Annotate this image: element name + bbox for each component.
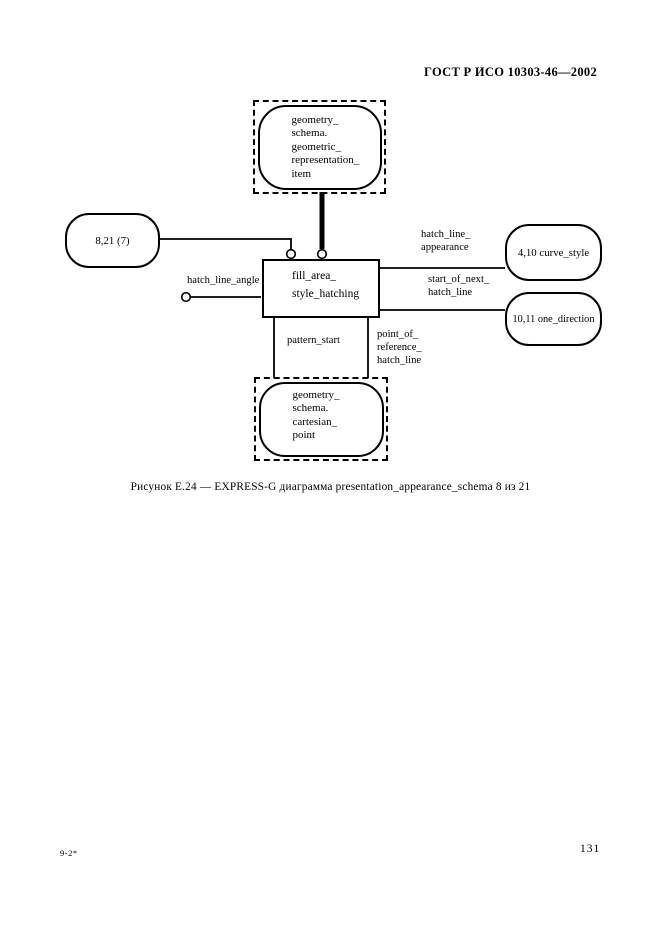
node-label: fill_area_ style_hatching — [292, 270, 360, 300]
node-fill-area-style-hatching: fill_area_ style_hatching — [262, 259, 380, 318]
node-cartesian-point: geometry_ schema. cartesian_ point — [254, 377, 388, 461]
node-label: geometry_ schema. geometric_ representat… — [291, 113, 360, 180]
document-header: ГОСТ Р ИСО 10303-46—2002 — [424, 65, 597, 79]
relation-circle — [316, 248, 328, 260]
edge-label-hatch-line-angle: hatch_line_angle — [187, 275, 260, 286]
node-label: 8,21 (7) — [95, 234, 130, 247]
page-ref-edge — [160, 238, 292, 250]
figure-caption: Рисунок Е.24 — EXPRESS-G диаграмма prese… — [130, 481, 531, 493]
relation-circle — [285, 248, 297, 260]
interschema-ref-shape: geometry_ schema. geometric_ representat… — [257, 104, 382, 190]
edge-label-start-of-next-hatch-line: start_of_next_ hatch_line — [428, 274, 490, 299]
node-one-direction: 10,11 one_direction — [505, 292, 602, 346]
node-page-ref-8-21: 8,21 (7) — [65, 213, 160, 268]
edge-label-pattern-start: pattern_start — [287, 335, 340, 346]
node-curve-style: 4,10 curve_style — [505, 224, 602, 281]
relation-circle — [180, 291, 192, 303]
edge-label-point-of-reference-hatch-line: point_of_ reference_ hatch_line — [377, 329, 422, 367]
interschema-ref-shape: geometry_ schema. cartesian_ point — [258, 381, 384, 457]
footer-signature: 9-2* — [60, 848, 78, 858]
node-label: 10,11 one_direction — [512, 313, 595, 325]
node-label: geometry_ schema. cartesian_ point — [292, 388, 340, 442]
node-geometric-representation-item: geometry_ schema. geometric_ representat… — [253, 100, 386, 194]
node-label: 4,10 curve_style — [517, 246, 590, 259]
edge-label-hatch-line-appearance: hatch_line_ appearance — [421, 229, 471, 254]
page-number: 131 — [580, 843, 601, 855]
